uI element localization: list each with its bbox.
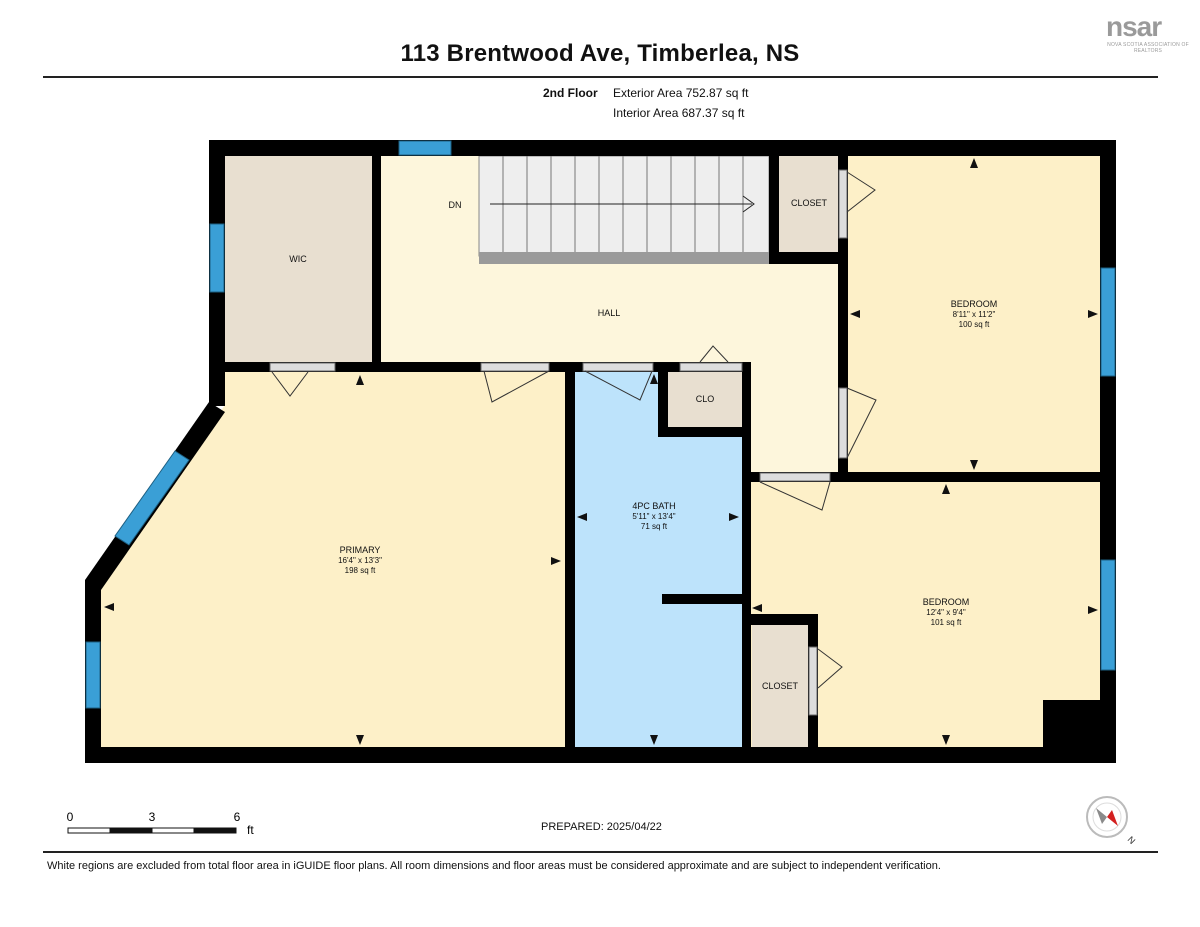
scale-tick-3: 3 bbox=[149, 810, 156, 824]
hall-extension bbox=[750, 262, 838, 472]
door-bedroom-bottom bbox=[759, 472, 831, 482]
scale-bar: 0 3 6 ft bbox=[67, 810, 255, 837]
area-bedroom-top: 100 sq ft bbox=[959, 320, 990, 329]
doors bbox=[269, 169, 848, 716]
window-hall bbox=[398, 140, 452, 156]
door-primary bbox=[480, 362, 550, 372]
door-bedroom-top bbox=[838, 387, 848, 459]
window-bedroom-top bbox=[1100, 267, 1116, 377]
scale-unit: ft bbox=[247, 823, 254, 837]
dims-primary: 16'4" x 13'3" bbox=[338, 556, 382, 565]
footer-divider bbox=[43, 851, 1158, 853]
dims-bedroom-top: 8'11" x 11'2" bbox=[953, 310, 996, 319]
window-primary-left bbox=[85, 641, 101, 709]
interior-area: Interior Area 687.37 sq ft bbox=[613, 106, 745, 120]
compass-n-label: N bbox=[1126, 834, 1138, 846]
logo-text: nsar bbox=[1106, 11, 1162, 42]
wic-room bbox=[225, 156, 372, 362]
label-bedroom-bottom: BEDROOM bbox=[923, 597, 970, 607]
label-wic: WIC bbox=[289, 254, 307, 264]
label-bedroom-top: BEDROOM bbox=[951, 299, 998, 309]
door-wic bbox=[269, 362, 336, 372]
window-wic bbox=[209, 223, 225, 293]
label-closet-bottom: CLOSET bbox=[762, 681, 799, 691]
clo-room bbox=[668, 372, 743, 427]
area-bedroom-bottom: 101 sq ft bbox=[931, 618, 962, 627]
door-closet-bottom bbox=[808, 646, 818, 716]
windows bbox=[85, 140, 1116, 709]
scale-tick-0: 0 bbox=[67, 810, 74, 824]
exterior-area: Exterior Area 752.87 sq ft bbox=[613, 86, 749, 100]
footer-disclaimer: White regions are excluded from total fl… bbox=[47, 860, 941, 872]
title-divider bbox=[43, 76, 1158, 78]
scale-tick-6: 6 bbox=[234, 810, 241, 824]
window-primary-diag bbox=[114, 450, 190, 546]
primary-room bbox=[101, 372, 565, 747]
door-clo bbox=[679, 362, 743, 372]
label-primary: PRIMARY bbox=[340, 545, 381, 555]
compass-icon: N bbox=[1086, 796, 1138, 846]
label-hall: HALL bbox=[598, 308, 621, 318]
staircase bbox=[478, 155, 770, 264]
bedroom-top-room bbox=[848, 156, 1101, 472]
closet-top-room bbox=[779, 156, 839, 252]
window-bedroom-bottom bbox=[1100, 559, 1116, 671]
door-swings bbox=[271, 171, 877, 689]
prepared-date: PREPARED: 2025/04/22 bbox=[541, 821, 662, 833]
dimension-markers bbox=[104, 158, 1098, 745]
label-bath: 4PC BATH bbox=[632, 501, 675, 511]
area-primary: 198 sq ft bbox=[345, 566, 376, 575]
page-title: 113 Brentwood Ave, Timberlea, NS bbox=[400, 40, 800, 67]
label-closet-top: CLOSET bbox=[791, 198, 828, 208]
nsar-logo: nsar NOVA SCOTIA ASSOCIATION OF REALTORS bbox=[1106, 12, 1190, 56]
closet-bottom-room bbox=[752, 625, 808, 747]
area-bath: 71 sq ft bbox=[641, 522, 668, 531]
label-clo: CLO bbox=[696, 394, 715, 404]
label-dn: DN bbox=[449, 200, 462, 210]
door-closet-top bbox=[838, 169, 848, 239]
door-bath bbox=[582, 362, 654, 372]
dims-bath: 5'11" x 13'4" bbox=[632, 512, 675, 521]
floor-name: 2nd Floor bbox=[543, 86, 598, 100]
dims-bedroom-bottom: 12'4" x 9'4" bbox=[926, 608, 966, 617]
logo-subtext: NOVA SCOTIA ASSOCIATION OF REALTORS bbox=[1107, 42, 1189, 54]
